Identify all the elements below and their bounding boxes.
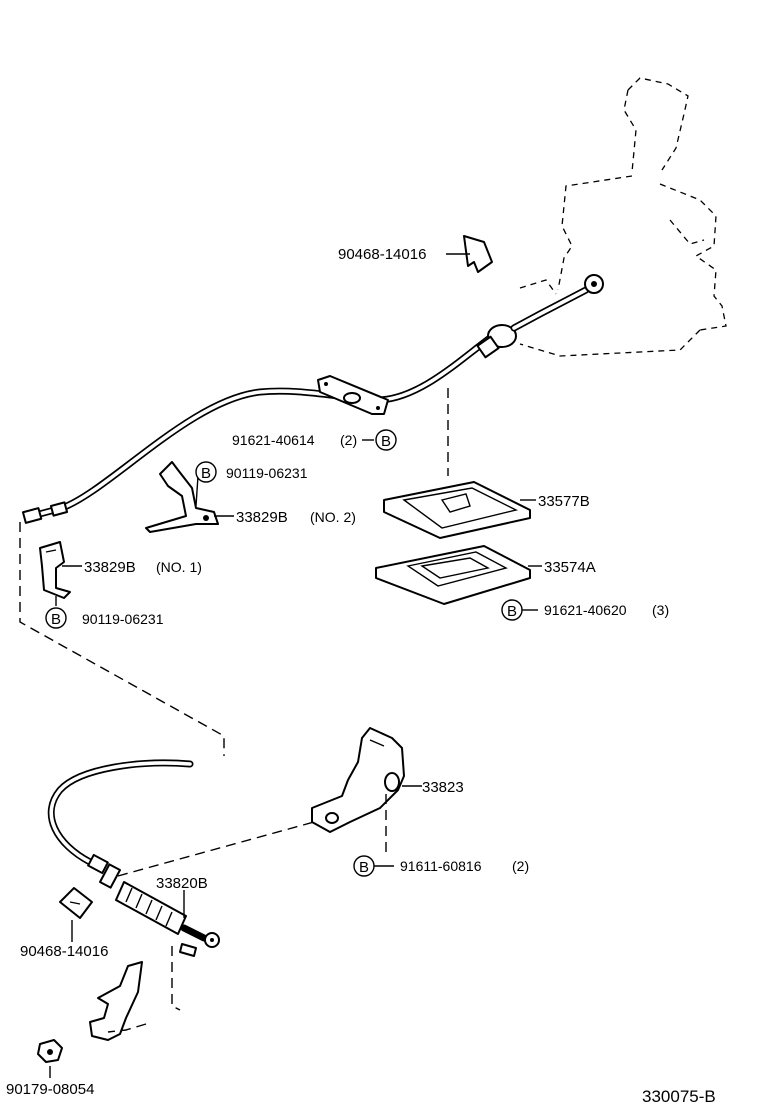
bolt-marker-letter: B: [381, 433, 391, 450]
cable-clamp-bracket: [317, 375, 389, 415]
shift-plate: [375, 545, 531, 605]
bolt-marker-letter: B: [201, 465, 211, 482]
callout-bolt-bracket-no2: B 90119-06231: [195, 461, 308, 483]
callout-bolt-bracket-no1: B 90119-06231: [45, 607, 164, 629]
callout-bolt-plate: B 91621-40620 (3): [501, 599, 669, 621]
bracket-no1: [39, 541, 71, 599]
clip-lower: [59, 887, 93, 919]
callout-bracket-no2: 33829B (NO. 2): [236, 509, 356, 526]
bracket-no2: [145, 461, 219, 533]
suffix-bracket-no1: (NO. 1): [156, 559, 202, 575]
bracket-33823: [311, 727, 405, 833]
lower-shift-cable: [47, 759, 220, 957]
bolt-marker-letter: B: [359, 859, 369, 876]
nut: [37, 1039, 63, 1063]
upper-shift-cable: [21, 274, 604, 524]
label-bracket-no1: 33829B: [84, 559, 136, 576]
callout-bracket-no1: 33829B (NO. 1): [84, 559, 202, 576]
diagram-ref-code: 330075-B: [642, 1087, 716, 1106]
bolt-marker-icon: [375, 429, 397, 451]
callout-bolt-cable-bracket: 91621-40614 (2) B: [232, 429, 397, 451]
label-bracket-no2: 33829B: [236, 509, 288, 526]
qty-bolt-cable-bracket: (2): [340, 432, 357, 448]
bolt-marker-icon: [45, 607, 67, 629]
dashed-guides: [19, 388, 449, 1033]
label-clip-lower: 90468-14016: [20, 943, 108, 960]
suffix-bracket-no2: (NO. 2): [310, 509, 356, 525]
label-bolt-cable-bracket: 91621-40614: [232, 432, 315, 448]
label-cable-assy: 33820B: [156, 875, 208, 892]
bolt-marker-letter: B: [51, 611, 61, 628]
label-bolt-plate: 91621-40620: [544, 602, 627, 618]
support-bracket-lower: [89, 961, 143, 1041]
leader-lines: [49, 253, 542, 1078]
label-clip-upper: 90468-14016: [338, 246, 426, 263]
label-bolt-bracket-no1: 90119-06231: [82, 611, 164, 627]
bolt-marker-icon: [195, 461, 217, 483]
label-nut: 90179-08054: [6, 1081, 94, 1098]
shift-boot: [383, 481, 531, 539]
qty-bolt-plate: (3): [652, 602, 669, 618]
label-plate-lower: 33574A: [544, 559, 596, 576]
qty-bolt-bracket-lower: (2): [512, 858, 529, 874]
label-bracket-lower: 33823: [422, 779, 464, 796]
clip-upper: [463, 235, 493, 273]
bolt-marker-letter: B: [507, 603, 517, 620]
label-boot-upper: 33577B: [538, 493, 590, 510]
label-bolt-bracket-no2: 90119-06231: [226, 465, 308, 481]
label-bolt-bracket-lower: 91611-60816: [400, 858, 482, 874]
shift-lever-housing: [519, 77, 727, 357]
callout-bolt-bracket-lower: B 91611-60816 (2): [353, 855, 529, 877]
